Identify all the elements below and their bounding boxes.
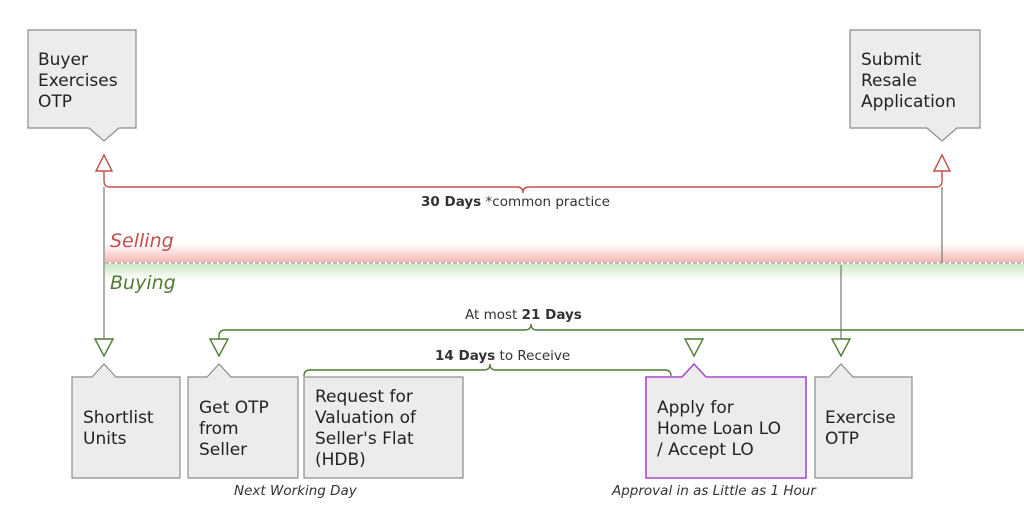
get-otp-marker-icon bbox=[208, 338, 230, 358]
buying-21-days-prefix: At most bbox=[465, 307, 522, 323]
shortlist-units-line-2: Units bbox=[83, 429, 127, 449]
exercise-otp-box bbox=[814, 363, 913, 479]
shortlist-units-label: Shortlist Units bbox=[83, 408, 154, 450]
exercise-otp-line-2: OTP bbox=[825, 429, 860, 449]
buying-14-days-rest: to Receive bbox=[495, 348, 571, 364]
buying-14-days-bracket bbox=[303, 363, 672, 377]
get-otp-label: Get OTP from Seller bbox=[199, 398, 269, 461]
request-valuation-line-4: (HDB) bbox=[315, 450, 366, 470]
buyer-exercises-otp-callout bbox=[27, 29, 137, 142]
buyer-exercises-marker-icon bbox=[94, 153, 114, 172]
submit-resale-line-3: Application bbox=[861, 92, 956, 112]
selling-lane-band bbox=[105, 244, 1024, 262]
exercise-otp-marker-icon bbox=[830, 338, 852, 358]
apply-home-loan-line-1: Apply for bbox=[657, 398, 734, 418]
buying-lane-label: Buying bbox=[110, 272, 176, 294]
exercise-otp-line-1: Exercise bbox=[825, 408, 896, 428]
apply-home-loan-line-3: / Accept LO bbox=[657, 440, 754, 460]
submit-resale-application-callout bbox=[849, 29, 981, 142]
request-valuation-line-1: Request for bbox=[315, 387, 413, 407]
submit-resale-line-2: Resale bbox=[861, 71, 917, 91]
buying-21-days-label: At most 21 Days bbox=[465, 307, 582, 323]
buyer-exercises-otp-line-2: Exercises bbox=[38, 71, 118, 91]
buyer-exercises-otp-line-1: Buyer bbox=[38, 50, 88, 70]
buying-14-days-label: 14 Days to Receive bbox=[435, 348, 570, 364]
apply-home-loan-box bbox=[645, 362, 807, 479]
selling-30-days-label: 30 Days *common practice bbox=[421, 194, 610, 210]
shortlist-units-line-1: Shortlist bbox=[83, 408, 154, 428]
buying-lane-band bbox=[105, 264, 1024, 280]
get-otp-line-2: from bbox=[199, 419, 239, 439]
approval-note: Approval in as Little as 1 Hour bbox=[612, 483, 816, 499]
apply-home-loan-label: Apply for Home Loan LO / Accept LO bbox=[657, 398, 781, 461]
get-otp-line-3: Seller bbox=[199, 440, 248, 460]
buying-21-days-bracket bbox=[218, 323, 1024, 339]
submit-resale-application-label: Submit Resale Application bbox=[861, 50, 956, 113]
submit-resale-line-1: Submit bbox=[861, 50, 922, 70]
request-valuation-box bbox=[303, 376, 464, 479]
buyer-exercises-otp-label: Buyer Exercises OTP bbox=[38, 50, 118, 113]
request-valuation-label: Request for Valuation of Seller's Flat (… bbox=[315, 387, 416, 471]
request-valuation-line-3: Seller's Flat bbox=[315, 429, 414, 449]
apply-home-loan-line-2: Home Loan LO bbox=[657, 419, 782, 439]
shortlist-marker-icon bbox=[93, 338, 115, 358]
shortlist-units-box bbox=[71, 363, 181, 479]
buying-14-days-bold: 14 Days bbox=[435, 348, 496, 364]
selling-30-days-bold: 30 Days bbox=[421, 194, 482, 210]
get-otp-line-1: Get OTP bbox=[199, 398, 269, 418]
buying-21-days-bold: 21 Days bbox=[521, 307, 582, 323]
next-working-day-note: Next Working Day bbox=[234, 483, 357, 499]
selling-30-days-bracket bbox=[103, 171, 943, 194]
submit-resale-marker-icon bbox=[932, 153, 952, 172]
buyer-exercises-otp-line-3: OTP bbox=[38, 92, 73, 112]
get-otp-box bbox=[187, 363, 299, 479]
selling-30-days-rest: *common practice bbox=[481, 194, 610, 210]
exercise-otp-label: Exercise OTP bbox=[825, 408, 896, 450]
selling-lane-label: Selling bbox=[110, 230, 174, 252]
apply-loan-marker-icon bbox=[683, 338, 705, 358]
request-valuation-line-2: Valuation of bbox=[315, 408, 416, 428]
